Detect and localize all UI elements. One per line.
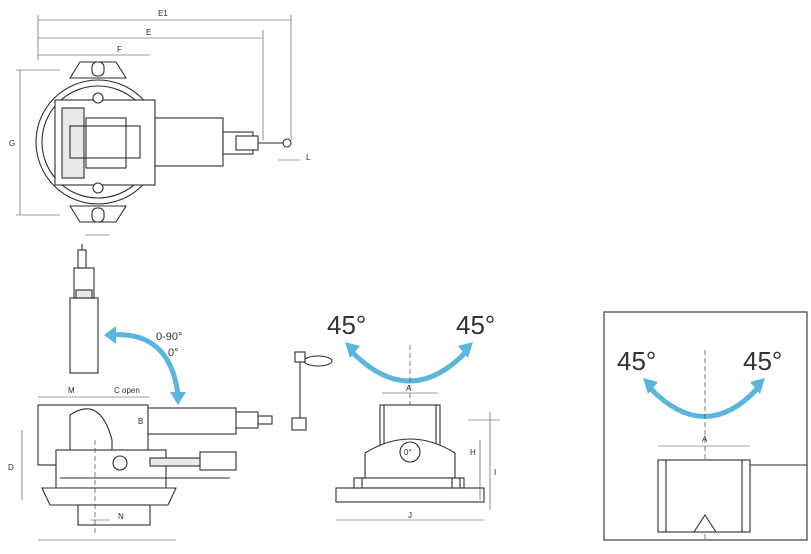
tilt-base-plate bbox=[41, 487, 177, 506]
detail-vise-body bbox=[657, 459, 751, 533]
dim-label-f: F bbox=[117, 45, 122, 54]
detail-box: 45° 45° A bbox=[603, 311, 808, 541]
tilt-angle-range: 0-90° bbox=[156, 331, 182, 343]
dim-label-e1: E1 bbox=[158, 9, 168, 18]
front-base-plate bbox=[335, 487, 485, 503]
detail-swivel-arrow bbox=[647, 385, 761, 419]
handle-knob bbox=[282, 138, 292, 148]
dim-label-n: N bbox=[118, 512, 124, 521]
dim-label-g: G bbox=[9, 139, 15, 148]
tilt-arrow bbox=[107, 332, 181, 398]
dim-label-l: L bbox=[306, 153, 311, 162]
tilted-vise-body bbox=[69, 297, 99, 374]
front-view: 45° 45° A 0° H I J bbox=[327, 310, 500, 521]
swivel-label-left: 45° bbox=[327, 310, 366, 340]
dim-label-i: I bbox=[494, 468, 496, 477]
tilt-angle-zero: 0° bbox=[168, 347, 179, 359]
dim-label-h: H bbox=[470, 448, 476, 457]
detail-frame bbox=[603, 311, 808, 541]
dim-label-b: B bbox=[138, 417, 143, 426]
dim-label-e: E bbox=[146, 28, 151, 37]
detail-swivel-label-right: 45° bbox=[743, 346, 782, 376]
crank-grip bbox=[303, 355, 333, 367]
fixed-jaw bbox=[61, 107, 85, 179]
detail-swivel-label-left: 45° bbox=[617, 346, 656, 376]
dim-label-m: M bbox=[68, 386, 75, 395]
detail-dim-label-a: A bbox=[702, 435, 708, 444]
spindle-housing bbox=[154, 117, 224, 167]
swivel-label-right: 45° bbox=[456, 310, 495, 340]
dim-label-d: D bbox=[8, 463, 14, 472]
top-view: E1 E F G L bbox=[9, 9, 311, 236]
dial-mark: 0° bbox=[404, 448, 412, 457]
crank-handle bbox=[291, 351, 333, 431]
dim-label-c-open: C open bbox=[114, 386, 140, 395]
tilt-view: 0-90° 0° M C open B D N bbox=[8, 244, 273, 541]
swivel-arrow bbox=[349, 349, 469, 384]
dim-label-a: A bbox=[406, 384, 412, 393]
dim-label-j: J bbox=[408, 511, 412, 520]
vise-side-body bbox=[147, 407, 237, 435]
